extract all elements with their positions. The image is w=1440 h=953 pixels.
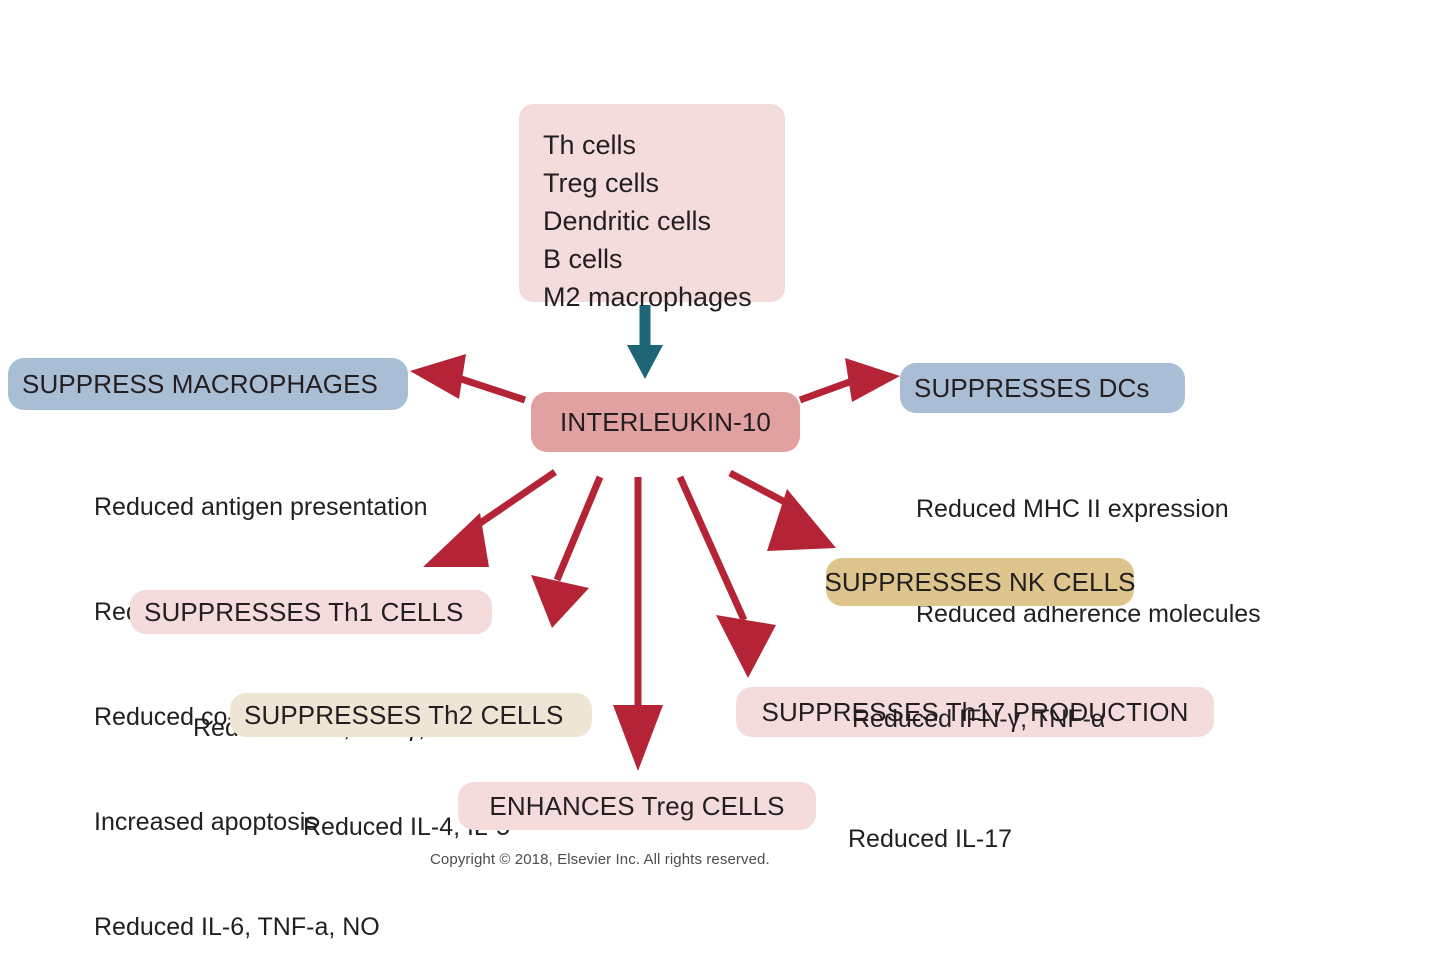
enhances-treg-label: ENHANCES Treg CELLS (489, 790, 785, 821)
producer-cells-list: Th cells Treg cells Dendritic cells B ce… (543, 130, 752, 312)
arrow-il10-to-th17 (676, 475, 776, 678)
arrow-il10-to-th1 (423, 469, 557, 567)
suppresses-th1-label: SUPPRESSES Th1 CELLS (144, 596, 464, 627)
macrophages-detail-4: Increased apoptosis (94, 808, 318, 836)
suppresses-th1-node: SUPPRESSES Th1 CELLS (130, 590, 492, 634)
th17-detail-1: Reduced IL-17 (848, 825, 1013, 853)
producer-cells-box: Th cells Treg cells Dendritic cells B ce… (519, 104, 785, 312)
enhances-treg-node: ENHANCES Treg CELLS (458, 782, 816, 830)
suppress-macrophages-node: SUPPRESS MACROPHAGES (8, 358, 408, 410)
suppresses-th17-label: SUPPRESSES Th17 PRODUCTION (761, 696, 1189, 727)
arrow-il10-to-dcs (798, 358, 900, 404)
arrow-il10-to-macrophages (410, 354, 527, 404)
suppresses-nk-label: SUPPRESSES NK CELLS (824, 566, 1136, 597)
copyright-notice: Copyright © 2018, Elsevier Inc. All righ… (430, 851, 770, 868)
interleukin-10-label: INTERLEUKIN-10 (560, 406, 771, 437)
suppresses-dcs-node: SUPPRESSES DCs (900, 363, 1185, 413)
suppresses-th2-node: SUPPRESSES Th2 CELLS (230, 693, 592, 737)
arrow-producers-to-il10 (627, 305, 663, 379)
arrow-il10-to-nk (728, 469, 836, 551)
suppresses-th2-label: SUPPRESSES Th2 CELLS (244, 699, 564, 730)
dcs-detail-1: Reduced MHC II expression (916, 495, 1229, 523)
interleukin-10-node: INTERLEUKIN-10 (531, 392, 800, 452)
suppresses-nk-node: SUPPRESSES NK CELLS (824, 558, 1136, 606)
suppresses-th17-node: SUPPRESSES Th17 PRODUCTION (736, 687, 1214, 737)
nk-detail-1: Reduced IFN-γ, TNF-α (852, 705, 1106, 733)
nk-details: Reduced IFN-γ, TNF-α (852, 632, 1105, 807)
macrophages-detail-1: Reduced antigen presentation (94, 493, 428, 521)
arrow-il10-to-th2 (531, 475, 604, 628)
suppress-macrophages-label: SUPPRESS MACROPHAGES (22, 368, 378, 399)
macrophages-detail-5: Reduced IL-6, TNF-a, NO (94, 913, 380, 941)
suppresses-dcs-label: SUPPRESSES DCs (914, 372, 1150, 403)
arrow-il10-to-treg (613, 477, 663, 771)
th17-details: Reduced IL-17 (848, 752, 1012, 927)
